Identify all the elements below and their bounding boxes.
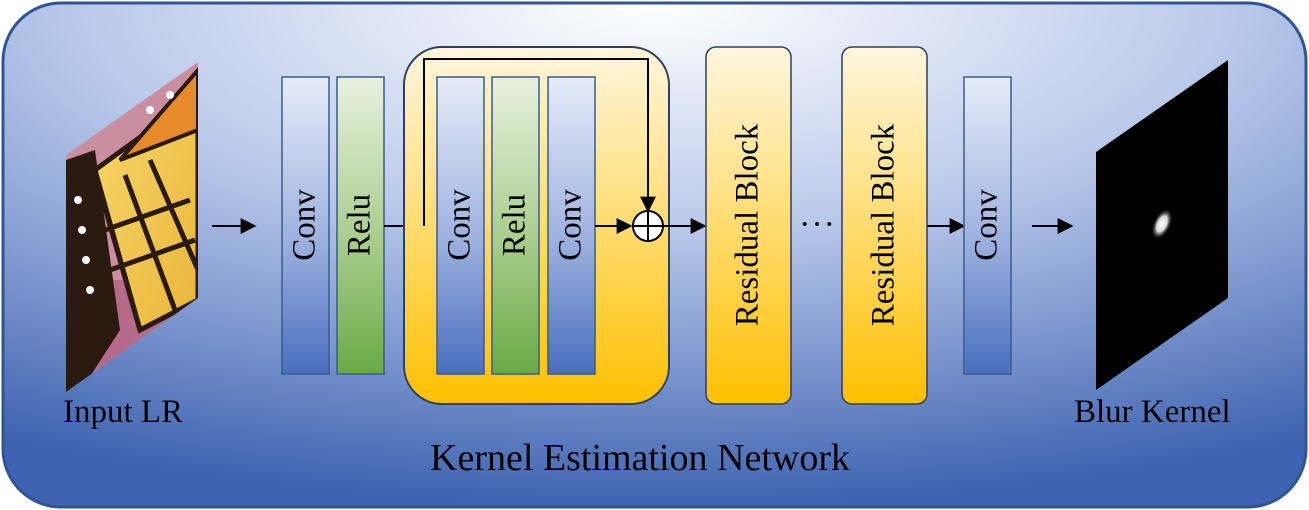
ellipsis-label: ··· — [799, 206, 836, 243]
blur-kernel-label: Blur Kernel — [1074, 394, 1231, 430]
conv1-block — [281, 76, 330, 375]
res-relu-label: Relu — [496, 193, 533, 257]
network-title: Kernel Estimation Network — [430, 437, 851, 479]
conv-final-block — [963, 76, 1012, 375]
residual-block-1 — [705, 46, 792, 405]
res-conv-a-label: Conv — [441, 189, 478, 261]
conv-final-label: Conv — [968, 189, 1005, 261]
input-lr-label: Input LR — [63, 394, 184, 430]
residual-block-1-label: Residual Block — [729, 123, 766, 327]
res-conv-a-block — [436, 76, 485, 375]
residual-block-2-label: Residual Block — [865, 123, 902, 327]
res-conv-b-block — [547, 76, 596, 375]
res-relu-block — [491, 76, 540, 375]
relu1-label: Relu — [341, 193, 378, 257]
blur-kernel-blob — [1151, 208, 1173, 240]
conv1-label: Conv — [286, 189, 323, 261]
res-conv-b-label: Conv — [552, 189, 589, 261]
sum-node-icon — [632, 210, 664, 242]
skip-connection — [423, 58, 656, 226]
